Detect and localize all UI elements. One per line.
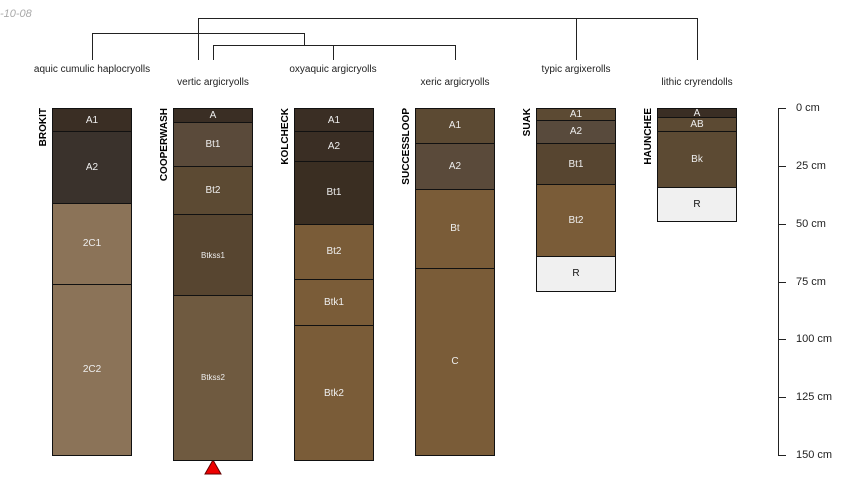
- horizon-a2: A2: [52, 131, 132, 204]
- horizon-bt1: Bt1: [173, 121, 253, 167]
- horizon-bt2: Bt2: [536, 184, 616, 258]
- profile-name: KOLCHECK: [280, 108, 291, 165]
- horizon-bt2: Bt2: [173, 165, 253, 216]
- truncation-marker-icon: [204, 458, 222, 475]
- horizon-ab: AB: [657, 117, 737, 133]
- taxon-label: vertic argicryolls: [177, 77, 249, 88]
- horizon-a2: A2: [294, 131, 374, 163]
- horizon-2c2: 2C2: [52, 283, 132, 456]
- horizon-2c1: 2C1: [52, 202, 132, 285]
- axis-tick-label: 0 cm: [796, 101, 820, 114]
- horizon-btkss1: Btkss1: [173, 214, 253, 297]
- taxon-label: typic argixerolls: [541, 64, 611, 75]
- horizon-bt2: Bt2: [294, 223, 374, 281]
- horizon-a: A: [173, 108, 253, 123]
- taxon-label: lithic cryrendolls: [661, 77, 733, 88]
- horizon-a1: A1: [52, 108, 132, 133]
- horizon-a2: A2: [536, 119, 616, 144]
- horizon-r: R: [536, 256, 616, 292]
- profile-name: COOPERWASH: [159, 108, 170, 182]
- horizon-r: R: [657, 186, 737, 223]
- profile-name: SUCCESSLOOP: [401, 108, 412, 185]
- horizon-bt: Bt: [415, 188, 495, 269]
- taxon-label: oxyaquic argicryolls: [289, 64, 377, 75]
- profile-name: SUAK: [522, 108, 533, 137]
- taxon-label: aquic cumulic haplocryolls: [33, 64, 151, 75]
- axis-tick-label: 150 cm: [796, 448, 833, 461]
- horizon-c: C: [415, 267, 495, 456]
- horizon-bk: Bk: [657, 131, 737, 188]
- dendrogram-branch: [92, 33, 305, 60]
- axis-tick-label: 100 cm: [796, 332, 833, 345]
- horizon-a1: A1: [415, 108, 495, 144]
- horizon-btk2: Btk2: [294, 325, 374, 461]
- horizon-a1: A1: [294, 108, 374, 133]
- date-label: -10-08: [0, 8, 32, 20]
- dendrogram-branch: [213, 45, 456, 60]
- horizon-bt1: Bt1: [536, 142, 616, 186]
- dendrogram-branch: [198, 18, 698, 60]
- profile-name: HAUNCHEE: [643, 108, 654, 165]
- profile-name: BROKIT: [38, 108, 49, 147]
- axis-tick-label: 25 cm: [796, 159, 826, 172]
- horizon-btkss2: Btkss2: [173, 295, 253, 461]
- taxon-label: xeric argicryolls: [420, 77, 490, 88]
- axis-tick-label: 75 cm: [796, 275, 826, 288]
- horizon-bt1: Bt1: [294, 161, 374, 225]
- axis-tick-label: 50 cm: [796, 217, 826, 230]
- horizon-btk1: Btk1: [294, 279, 374, 327]
- axis-tick-label: 125 cm: [796, 390, 833, 403]
- horizon-a2: A2: [415, 142, 495, 190]
